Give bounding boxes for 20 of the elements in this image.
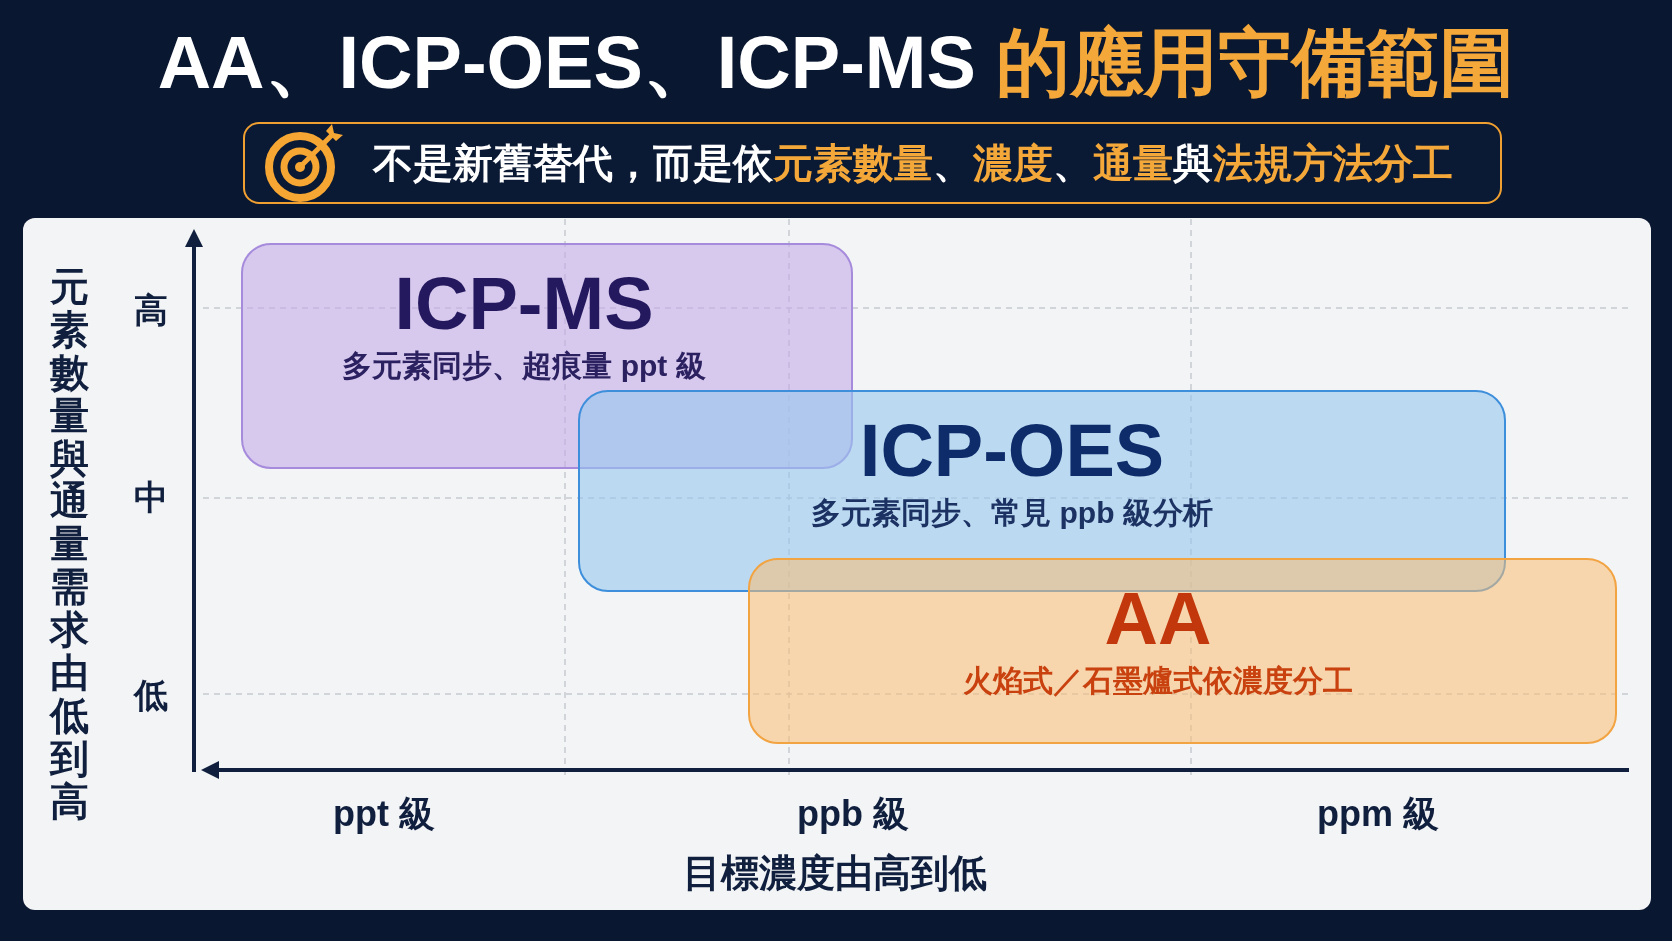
method-box [748, 558, 1617, 744]
axis-tick-label: ppm 級 [1317, 793, 1439, 835]
axis-tick-label: 高 [134, 291, 168, 331]
axis-title: 目標濃度由高到低 [683, 852, 987, 896]
axis-tick-label: ppb 級 [797, 793, 909, 835]
method-box [241, 243, 853, 469]
method-description: 火焰式／石墨爐式依濃度分工 [963, 663, 1353, 699]
method-name: AA [1104, 582, 1212, 656]
axis-tick-label: ppt 級 [333, 793, 435, 835]
subtitle-banner [243, 122, 1502, 204]
method-box [578, 390, 1506, 592]
method-description: 多元素同步、常見 ppb 級分析 [811, 495, 1213, 531]
axis-title: 元素數量與通量需求由低到高 [50, 266, 89, 824]
title: AA、ICP-OES、ICP-MS 的應用守備範圍 [157, 26, 1515, 100]
method-description: 多元素同步、超痕量 ppt 級 [342, 348, 706, 384]
axis-tick-label: 低 [134, 676, 168, 716]
method-name: ICP-OES [859, 414, 1165, 488]
method-name: ICP-MS [394, 267, 654, 341]
subtitle-text: 不是新舊替代，而是依元素數量、濃度、通量與法規方法分工 [373, 140, 1453, 186]
axis-tick-label: 中 [134, 478, 168, 518]
